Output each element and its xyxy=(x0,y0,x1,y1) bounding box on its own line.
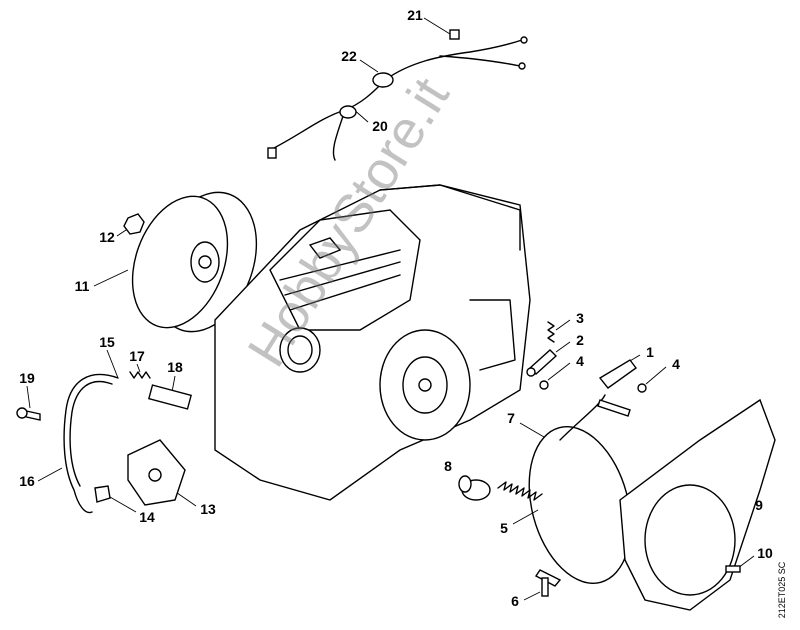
lever-1 xyxy=(598,359,637,389)
part-label-12: 12 xyxy=(99,229,115,245)
part-label-17: 17 xyxy=(129,348,145,364)
circlip-4b xyxy=(637,383,647,393)
part-label-16: 16 xyxy=(19,473,35,489)
sprocket-cover-9 xyxy=(619,398,776,611)
part-label-4: 4 xyxy=(576,353,584,369)
part-label-2: 2 xyxy=(576,332,584,348)
part-label-13: 13 xyxy=(200,501,216,517)
part-label-20: 20 xyxy=(372,118,388,134)
part-label-5: 5 xyxy=(500,520,508,536)
sleeve-8 xyxy=(458,475,491,501)
nut xyxy=(123,213,145,235)
part-label-6: 6 xyxy=(511,593,519,609)
part-label-19: 19 xyxy=(19,370,35,386)
lever-2 xyxy=(526,349,558,377)
part-label-14: 14 xyxy=(139,509,155,525)
part-label-8: 8 xyxy=(444,458,452,474)
part-label-21: 21 xyxy=(407,7,423,23)
flywheel xyxy=(131,191,258,333)
spring-7 xyxy=(497,394,606,501)
part-label-4b: 4 xyxy=(672,356,680,372)
part-label-10: 10 xyxy=(757,545,773,561)
spring-17 xyxy=(129,371,151,379)
part-label-15: 15 xyxy=(99,334,115,350)
part-label-9: 9 xyxy=(755,497,763,513)
part-label-7: 7 xyxy=(507,410,515,426)
part-label-11: 11 xyxy=(74,278,90,294)
part-label-1: 1 xyxy=(646,344,654,360)
part-label-18: 18 xyxy=(167,359,183,375)
screw-6 xyxy=(541,577,549,597)
spring-3 xyxy=(547,321,555,343)
ignition-lead xyxy=(267,29,528,161)
oil-pump-13 xyxy=(127,439,186,506)
brake-band-5 xyxy=(528,399,632,587)
part-label-3: 3 xyxy=(576,310,584,326)
oil-hose xyxy=(16,373,119,514)
crankcase xyxy=(214,184,531,501)
leader-lines xyxy=(26,17,755,601)
circlip-4 xyxy=(539,380,549,390)
part-label-22: 22 xyxy=(341,48,357,64)
screw-10 xyxy=(725,565,741,573)
drawing-code: 212ET025 SC xyxy=(777,561,787,619)
pump-18 xyxy=(148,384,192,410)
